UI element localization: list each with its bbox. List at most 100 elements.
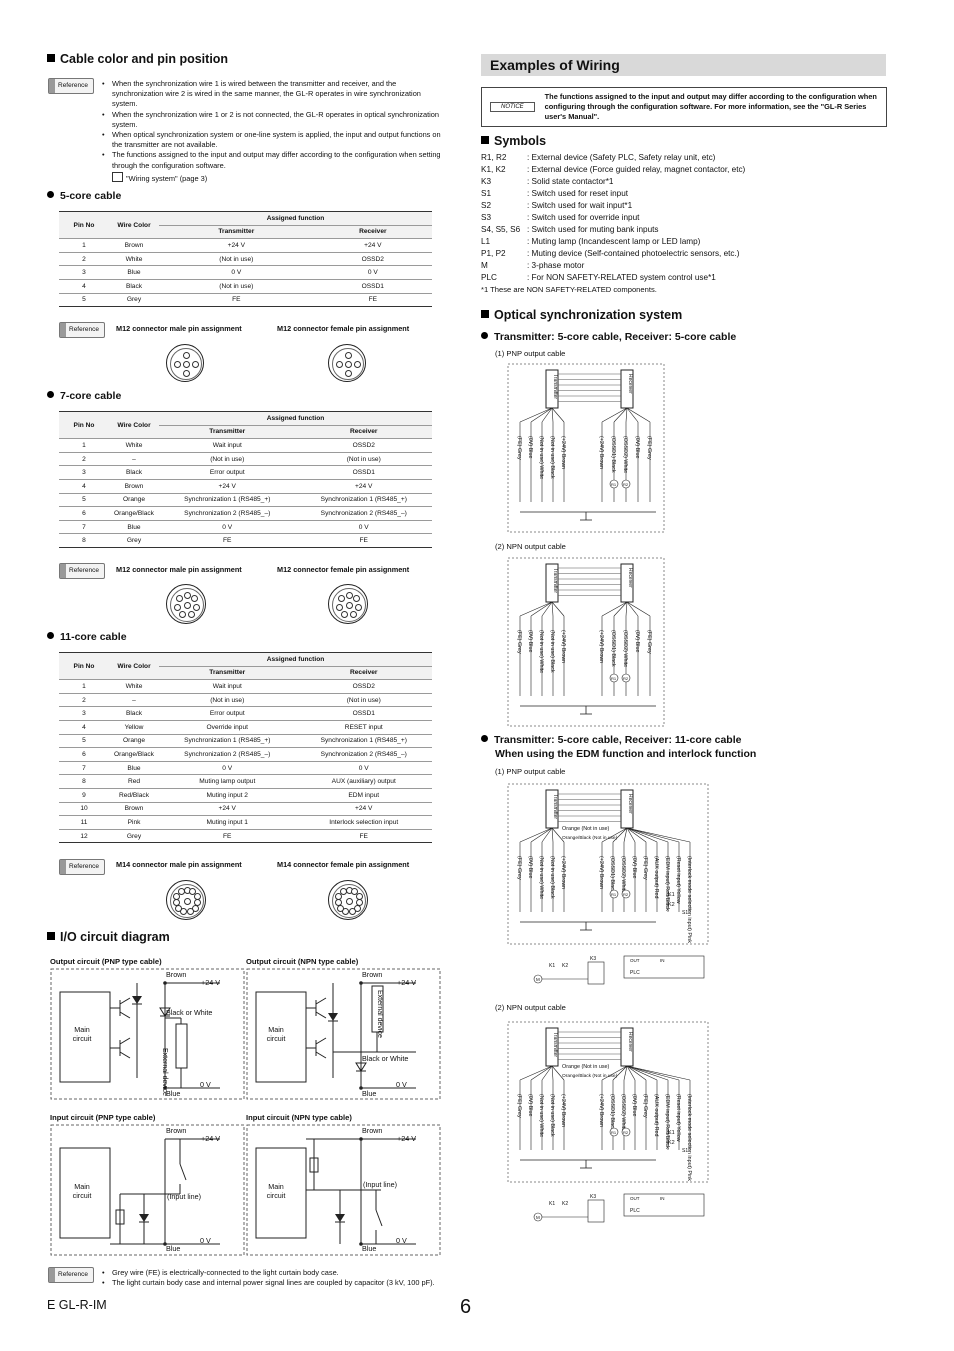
pin-dot <box>183 897 191 905</box>
symbol-row: PLC: For NON SAFETY-RELATED system contr… <box>481 272 881 284</box>
pin-dot <box>344 360 352 368</box>
blue-label: Blue <box>166 1244 181 1253</box>
square-bullet-icon <box>47 54 55 62</box>
wire <box>519 407 553 423</box>
table-cell: 0 V <box>159 265 314 280</box>
table-cell: 5 <box>59 292 109 308</box>
wire-label: (+24V) Brown <box>560 630 566 663</box>
k3-label: K3 <box>590 956 596 962</box>
wire <box>626 827 680 843</box>
pin-dot <box>345 897 353 905</box>
notice-tag: NOTICE <box>490 102 535 112</box>
r1-label: R1 <box>611 892 617 897</box>
wire <box>626 601 651 617</box>
table-cell: 4 <box>59 719 109 735</box>
table-cell: 2 <box>59 451 109 466</box>
wire-label: (OSSD1) Black <box>609 856 615 893</box>
note-item: When optical synchronization system or o… <box>102 130 447 150</box>
table-cell: (Not in use) <box>295 451 432 466</box>
cable5-table: Pin No Wire Color Assigned function Tran… <box>59 210 432 308</box>
wire <box>626 1065 636 1081</box>
wire <box>626 1065 647 1081</box>
table-cell: 7 <box>59 519 109 534</box>
motor-label: M <box>536 977 540 982</box>
blue-label: Blue <box>362 1089 377 1098</box>
symbol-key: S2 <box>481 201 492 210</box>
pin-dot <box>182 369 190 377</box>
table-cell: Synchronization 2 (RS485_–) <box>295 506 432 521</box>
wire-label: (0V) Blue <box>634 436 640 458</box>
examples-banner: Examples of Wiring <box>481 54 886 76</box>
table-cell: Wait input <box>159 438 296 453</box>
table-cell: Red <box>109 774 159 789</box>
output-pnp-circuit <box>50 968 245 1100</box>
k1-label: K1 <box>668 1130 675 1136</box>
wire <box>612 1065 628 1081</box>
table-cell: Orange/Black <box>109 747 159 762</box>
table-cell: Orange <box>109 492 159 507</box>
orange-label: Orange (Not in use) <box>562 826 610 832</box>
m12-female-connector <box>328 584 368 624</box>
symbol-desc: : Switch used for reset input <box>527 189 629 198</box>
blue-label: Blue <box>362 1244 377 1253</box>
table-cell: Brown <box>109 238 159 253</box>
transmitter-label: Transmitter <box>552 374 558 399</box>
symbol-desc: : For NON SAFETY-RELATED system control … <box>527 273 716 282</box>
table-cell: 2 <box>59 692 109 707</box>
table-cell: 4 <box>59 278 109 294</box>
symbol-desc: : Muting device (Self-contained photoele… <box>527 249 740 258</box>
brown-label: Brown <box>166 1126 187 1135</box>
symbol-key: M <box>481 261 488 270</box>
symbol-row: M : 3-phase motor <box>481 260 881 272</box>
pin-dot <box>179 610 187 618</box>
wire-label: (FE) Grey <box>642 1094 648 1118</box>
v24-label: +24 V <box>201 1134 220 1143</box>
wire-label: (OSSD2) White <box>622 630 628 667</box>
s1-label: S1 <box>682 1148 688 1154</box>
note-item: When the synchronization wire 1 is wired… <box>102 79 447 110</box>
symbol-desc: : Switch used for wait input*1 <box>527 201 633 210</box>
r2-load <box>621 889 631 899</box>
table-cell: OSSD1 <box>313 278 432 294</box>
wire <box>613 407 628 423</box>
plc-box <box>623 1193 705 1217</box>
output-npn-circuit <box>246 968 441 1100</box>
reference-icon: Reference <box>48 1267 94 1283</box>
r2-label: R2 <box>623 892 629 897</box>
symbol-row: S4, S5, S6: Switch used for muting bank … <box>481 224 881 236</box>
table-cell: Muting lamp output <box>159 774 296 789</box>
table-cell: 1 <box>59 438 109 453</box>
m12-male-connector <box>166 344 204 382</box>
wire-label: (FE) Grey <box>646 436 652 460</box>
note-item: Grey wire (FE) is electrically-connected… <box>102 1268 462 1278</box>
table-cell: +24 V <box>159 478 296 494</box>
wire <box>623 827 628 843</box>
wire <box>601 407 628 423</box>
table-cell: +24 V <box>295 801 432 816</box>
receiver-label: Receiver <box>627 374 633 394</box>
r2-label: R2 <box>623 482 629 487</box>
symbol-desc: : 3-phase motor <box>527 261 585 270</box>
receiver-label: Receiver <box>627 568 633 588</box>
bottom-notes: Grey wire (FE) is electrically-connected… <box>102 1268 462 1289</box>
reference-icon: Reference <box>59 859 105 875</box>
note-link[interactable]: "Wiring system" (page 3) <box>112 172 207 183</box>
table-cell: 6 <box>59 506 109 521</box>
table-cell: 2 <box>59 251 109 266</box>
v0-label: 0 V <box>396 1236 407 1245</box>
pin-dot <box>189 888 197 896</box>
table-cell: Black <box>109 706 159 721</box>
wire-label: (Not in use) Black <box>549 1094 555 1137</box>
wire-label: (FE) Grey <box>516 630 522 654</box>
table-cell: Black <box>109 465 159 480</box>
table-cell: White <box>109 679 159 694</box>
m14-female-label: M14 connector female pin assignment <box>277 860 410 869</box>
wire-label: (Interlock mode selection input) Pink <box>686 1094 692 1181</box>
brown-label: Brown <box>362 970 383 979</box>
receiver-label: Receiver <box>627 794 633 814</box>
table-cell: Interlock selection input <box>295 815 432 830</box>
table-cell: Pink <box>109 815 159 830</box>
k2-label: K2 <box>562 963 568 969</box>
wire-label: (0V) Blue <box>631 856 637 878</box>
